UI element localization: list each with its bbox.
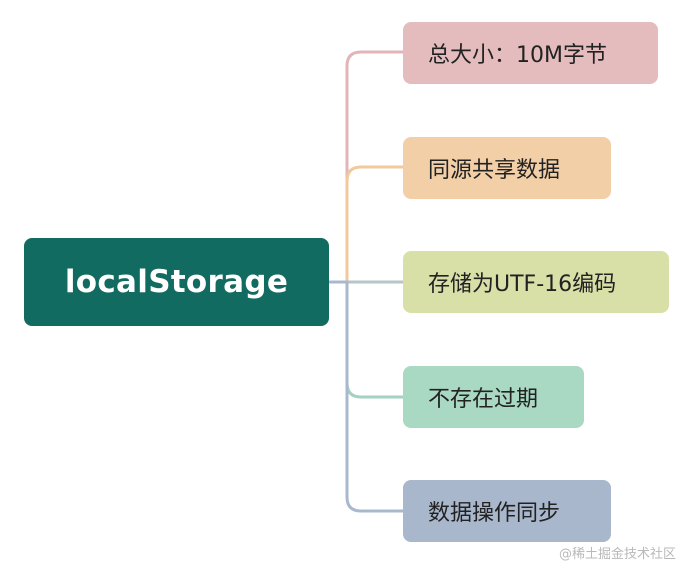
watermark-text: @稀土掘金技术社区 <box>558 547 676 562</box>
branch-node-sync-operations: 数据操作同步 <box>403 480 611 542</box>
branch-node-label: 不存在过期 <box>428 387 539 412</box>
connector-branch-0 <box>328 50 405 284</box>
branch-node-label: 同源共享数据 <box>428 158 561 183</box>
connector-branch-4 <box>328 280 405 513</box>
branch-node-label: 数据操作同步 <box>428 501 561 526</box>
branch-node-label: 总大小：10M字节 <box>428 43 607 68</box>
connector-branch-3 <box>328 280 405 399</box>
branch-node-total-size: 总大小：10M字节 <box>403 22 658 84</box>
root-node-label: localStorage <box>64 264 289 300</box>
branch-node-same-origin-sharing: 同源共享数据 <box>403 137 611 199</box>
connector-branch-1 <box>328 165 405 284</box>
branch-node-label: 存储为UTF-16编码 <box>428 272 617 297</box>
branch-node-utf16-encoding: 存储为UTF-16编码 <box>403 251 669 313</box>
root-node-localstorage: localStorage <box>24 238 329 326</box>
branch-node-no-expiry: 不存在过期 <box>403 366 584 428</box>
